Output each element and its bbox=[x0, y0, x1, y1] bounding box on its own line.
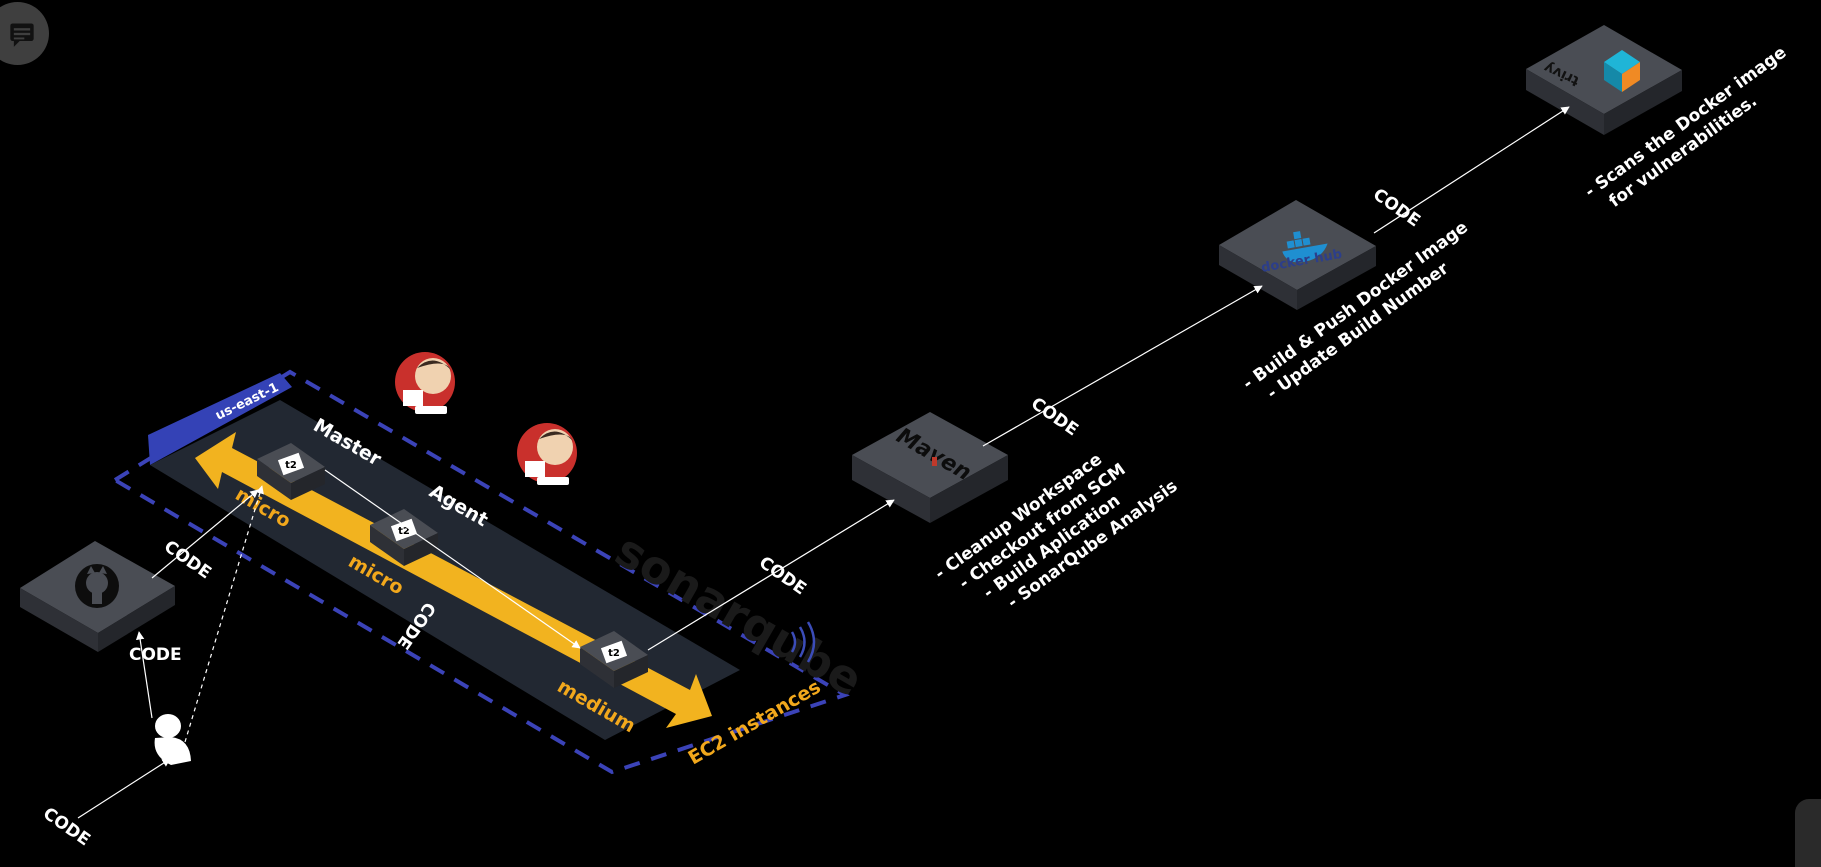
ec2-instance-agent-1: t2 bbox=[370, 509, 438, 566]
github-node bbox=[20, 541, 175, 652]
chat-button[interactable] bbox=[0, 2, 49, 65]
sonarqube-waves-icon bbox=[790, 621, 816, 663]
region-dashed-border bbox=[111, 369, 850, 775]
developer-icon bbox=[154, 714, 191, 765]
trivy-cube-icon bbox=[1604, 50, 1640, 92]
docker-whale-icon bbox=[1282, 231, 1328, 263]
edge-code-label: CODE bbox=[39, 804, 94, 851]
edge-master-to-agent bbox=[324, 469, 581, 649]
ec2-instance-agent-2: t2 bbox=[580, 631, 648, 688]
ec2-instance-master: t2 bbox=[257, 443, 325, 500]
edge-github-to-master bbox=[151, 489, 259, 579]
region-tab bbox=[148, 373, 292, 465]
edge-dockerhub-to-trivy bbox=[1373, 106, 1570, 234]
t2-badge-icon bbox=[390, 518, 418, 542]
maven-feather-icon bbox=[932, 457, 937, 466]
instance-type-label: t2 bbox=[398, 526, 410, 537]
edge-developer-to-master bbox=[184, 485, 264, 743]
instance-type-label: t2 bbox=[285, 460, 297, 471]
edge-code-label: CODE bbox=[1027, 394, 1082, 441]
edge-code-label: CODE bbox=[755, 553, 810, 600]
jenkins-agent-icon bbox=[517, 423, 577, 485]
edge-developer-to-github bbox=[135, 631, 153, 719]
instance-type-label: t2 bbox=[608, 648, 620, 659]
edge-code-label: CODE bbox=[129, 645, 182, 665]
t2-badge-icon bbox=[277, 452, 305, 476]
jenkins-master-icon bbox=[395, 352, 455, 414]
chat-icon bbox=[9, 23, 34, 47]
edge-code-label: CODE bbox=[1369, 185, 1424, 232]
edge-code-label: CODE bbox=[160, 537, 215, 584]
dockerhub-node: docker hub bbox=[1219, 200, 1376, 310]
maven-node: Maven bbox=[852, 412, 1008, 523]
edge-agent-to-maven bbox=[647, 499, 895, 651]
edge-input-to-developer bbox=[77, 758, 171, 819]
ec2-instances-label: EC2 instances bbox=[685, 676, 825, 770]
github-icon bbox=[75, 564, 119, 608]
corner-handle[interactable] bbox=[1795, 799, 1821, 867]
t2-badge-icon bbox=[600, 640, 628, 664]
trivy-node: trivy bbox=[1526, 25, 1682, 135]
edge-maven-to-dockerhub bbox=[982, 285, 1263, 447]
